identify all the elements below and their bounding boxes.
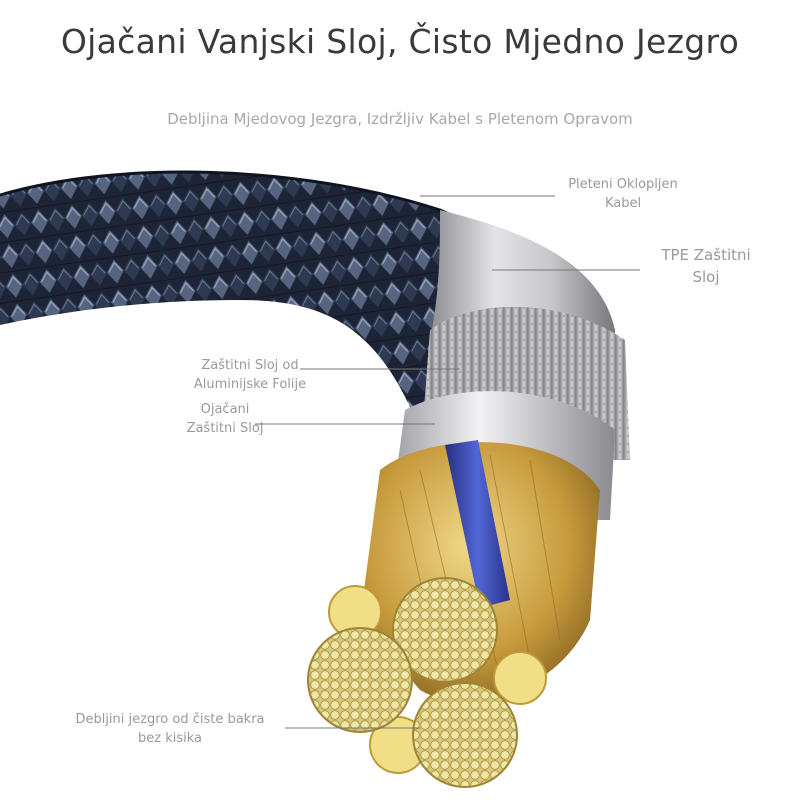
page-title: Ojačani Vanjski Sloj, Čisto Mjedno Jezgr… [60,22,740,61]
label-copper-core: Debljini jezgro od čiste bakra bez kisik… [75,712,265,746]
braided-cable-body [0,172,522,430]
label-braided-cable: Pleteni Oklopljen Kabel [568,177,678,211]
copper-rod [493,651,547,705]
page-subtitle: Debljina Mjedovog Jezgra, Izdržljiv Kabe… [167,110,633,128]
label-reinforced-layer: Ojačani Zaštitni Sloj [186,402,264,436]
blue-wire [445,440,510,608]
stranded-conductors [307,577,518,788]
label-foil-layer: Zaštitni Sloj od Aluminijske Folije [193,358,307,392]
label-tpe-layer: TPE Zaštitni Sloj [661,246,751,286]
leader-lines [255,195,640,729]
